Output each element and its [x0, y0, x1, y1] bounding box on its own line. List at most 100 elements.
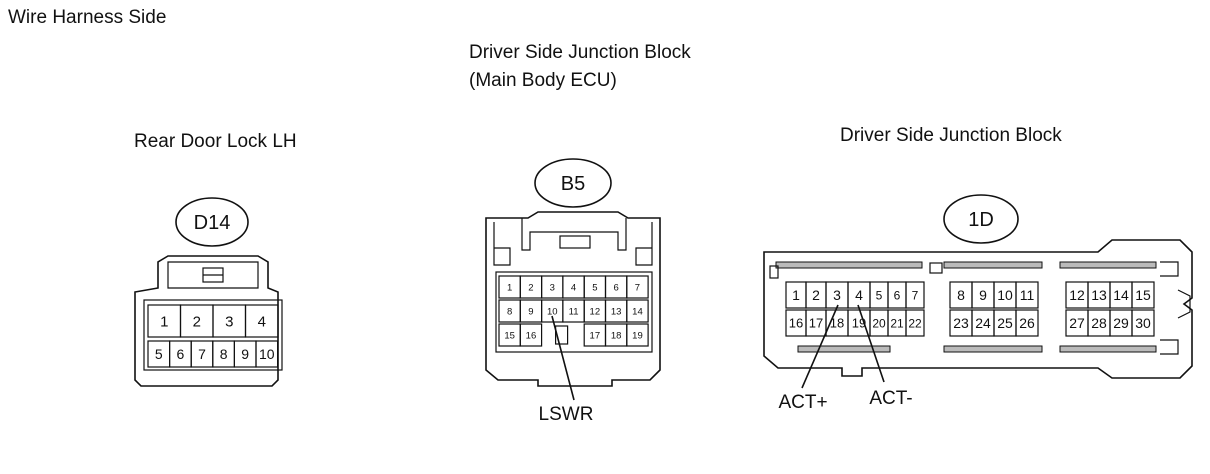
connector-code-oval	[943, 194, 1019, 244]
connector-housing	[485, 211, 661, 387]
pin-cell	[626, 299, 649, 323]
pin-cell	[1131, 309, 1155, 337]
pin-number: 14	[1113, 287, 1129, 303]
key-slot	[554, 325, 569, 345]
pin-number: 11	[569, 306, 579, 317]
pin-number: 1	[160, 313, 168, 330]
pin-number: 11	[1020, 287, 1035, 303]
pin-number: 29	[1113, 315, 1129, 331]
act-minus-leader	[857, 304, 885, 383]
pin-cell	[519, 323, 543, 347]
pin-frame	[495, 271, 653, 353]
pin-cell	[1015, 281, 1039, 309]
pin-number: 6	[177, 346, 185, 362]
connector-housing	[763, 239, 1193, 379]
signal-act-plus: ACT+	[778, 392, 827, 413]
pin-number: 9	[528, 306, 533, 317]
pin-number: 2	[193, 313, 201, 330]
pin-number: 28	[1091, 315, 1107, 331]
pin-number: 4	[571, 282, 576, 293]
pin-number: 22	[908, 316, 922, 330]
connector-code-b5: B5	[561, 173, 585, 195]
pin-number: 6	[894, 288, 901, 302]
pin-number: 6	[614, 282, 619, 293]
connector-code-oval	[175, 197, 249, 247]
pin-number: 21	[890, 316, 904, 330]
connector-b5-subtitle: (Main Body ECU)	[469, 70, 617, 91]
pin-cell	[626, 323, 649, 347]
pin-number: 7	[198, 346, 206, 362]
signal-lswr: LSWR	[539, 404, 594, 425]
pin-number: 5	[155, 346, 163, 362]
pin-number: 14	[632, 306, 643, 317]
pin-number: 9	[241, 346, 249, 362]
pin-number: 19	[632, 330, 643, 341]
view-label: Wire Harness Side	[8, 7, 167, 28]
act-plus-leader	[801, 304, 839, 389]
pin-number: 16	[526, 330, 537, 341]
pin-number: 10	[997, 287, 1013, 303]
pin-number: 27	[1069, 315, 1085, 331]
pin-number: 1	[507, 282, 512, 293]
pin-cell	[1015, 309, 1039, 337]
connector-housing	[134, 255, 279, 387]
pin-number: 23	[953, 315, 969, 331]
signal-act-minus: ACT-	[869, 388, 912, 409]
pin-cell	[626, 275, 649, 299]
latch-tab	[559, 235, 591, 249]
pin-number: 8	[220, 346, 228, 362]
connector-d14-title: Rear Door Lock LH	[134, 131, 297, 152]
pin-number: 15	[1135, 287, 1151, 303]
pin-cell	[255, 340, 279, 368]
pin-number: 5	[592, 282, 597, 293]
connector-b5-title: Driver Side Junction Block	[469, 42, 691, 63]
pin-number: 18	[830, 316, 844, 331]
pin-number: 30	[1135, 315, 1151, 331]
pin-cell	[905, 281, 925, 309]
pin-number: 10	[547, 306, 558, 317]
lswr-leader	[551, 315, 575, 401]
pin-number: 3	[225, 313, 233, 330]
pin-frame	[143, 299, 283, 371]
latch-outline	[167, 261, 259, 289]
pin-number: 2	[528, 282, 533, 293]
pin-number: 10	[259, 346, 275, 362]
latch-outline	[521, 218, 627, 251]
pin-number: 26	[1019, 315, 1035, 331]
pin-cell	[1131, 281, 1155, 309]
pin-number: 4	[258, 313, 266, 330]
pin-number: 8	[507, 306, 512, 317]
pin-number: 5	[876, 288, 883, 302]
pin-number: 3	[550, 282, 555, 293]
pin-cell	[905, 309, 925, 337]
pin-number: 9	[979, 287, 987, 303]
pin-number: 13	[1091, 287, 1107, 303]
connector-1d-title: Driver Side Junction Block	[840, 125, 1062, 146]
connector-code-1d: 1D	[968, 209, 994, 231]
pin-number: 2	[812, 287, 820, 303]
pin-number: 4	[855, 287, 863, 303]
pin-number: 1	[792, 287, 800, 303]
pin-number: 13	[611, 306, 622, 317]
pin-number: 12	[1069, 287, 1085, 303]
pin-number: 20	[872, 316, 886, 330]
pin-number: 24	[975, 315, 991, 331]
pin-number: 7	[912, 288, 919, 302]
pin-cell	[244, 304, 279, 338]
connector-code-d14: D14	[194, 212, 231, 234]
pin-number: 12	[590, 306, 601, 317]
pin-number: 17	[809, 316, 823, 331]
pin-number: 18	[611, 330, 622, 341]
pin-number: 25	[997, 315, 1013, 331]
pin-number: 3	[833, 287, 841, 303]
pin-number: 8	[957, 287, 965, 303]
pin-number: 7	[635, 282, 640, 293]
connector-code-oval	[534, 158, 612, 208]
pin-number: 17	[590, 330, 601, 341]
pin-number: 15	[504, 330, 515, 341]
pin-number: 16	[789, 316, 803, 331]
